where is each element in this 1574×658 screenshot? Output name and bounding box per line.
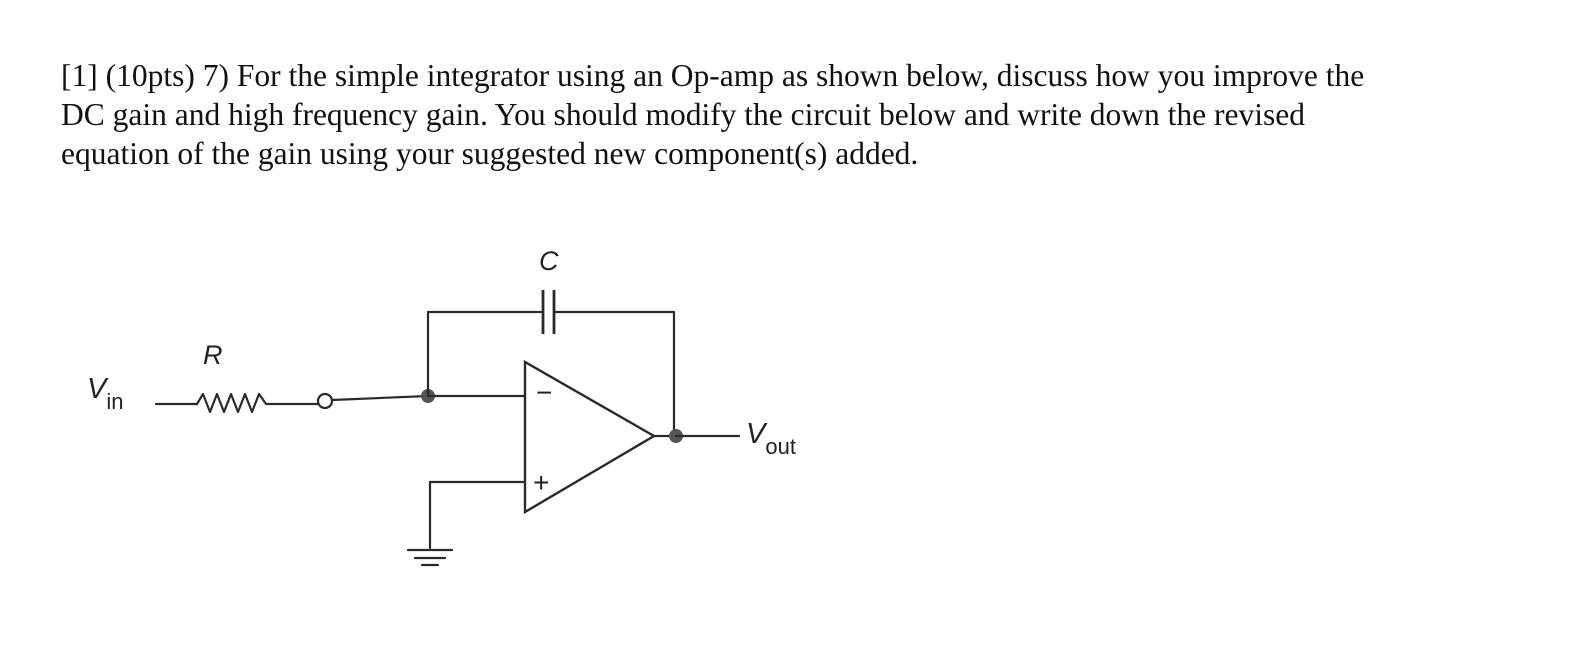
- question-line-1: [1] (10pts) 7) For the simple integrator…: [61, 58, 1365, 93]
- noninverting-input-sign: +: [533, 467, 549, 498]
- output-voltage-sub: out: [765, 434, 796, 459]
- terminal-to-node-wire: [330, 394, 430, 402]
- input-terminal: [316, 392, 334, 410]
- question-text: [1] (10pts) 7) For the simple integrator…: [61, 56, 1531, 173]
- output-voltage-label: Vout: [746, 418, 796, 459]
- resistor-label: R: [203, 340, 223, 370]
- question-line-3: equation of the gain using your suggeste…: [61, 136, 919, 171]
- input-voltage-label: Vin: [87, 373, 123, 414]
- capacitor-label: C: [539, 246, 559, 276]
- op-amp-symbol: [523, 359, 657, 515]
- input-voltage-sub: in: [106, 389, 123, 414]
- output-voltage-main: V: [746, 418, 768, 450]
- question-line-2: DC gain and high frequency gain. You sho…: [61, 97, 1306, 132]
- resistor-r: [195, 392, 268, 414]
- inverting-input-sign: −: [536, 377, 552, 408]
- ground-symbol: [406, 548, 454, 567]
- input-voltage-main: V: [87, 373, 109, 405]
